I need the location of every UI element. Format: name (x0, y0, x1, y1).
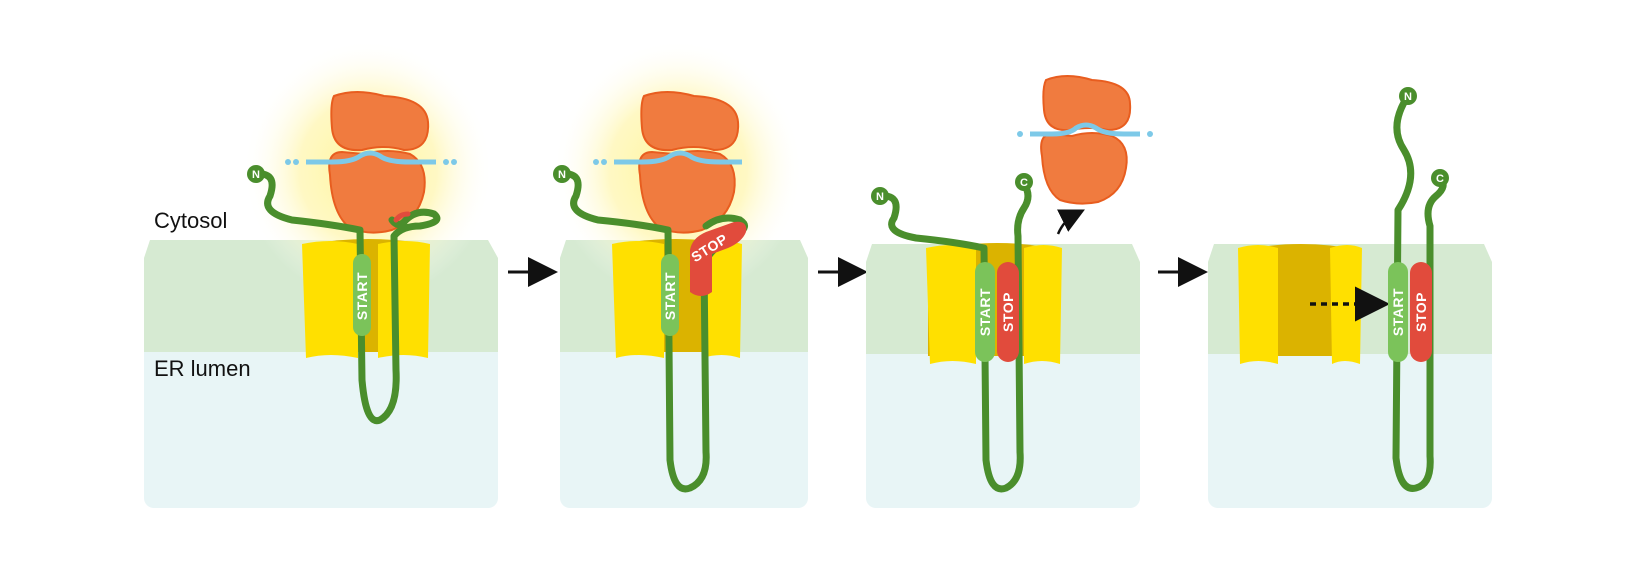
mrna-strand (306, 150, 436, 165)
n-terminus-marker (553, 165, 571, 183)
c-terminus-marker (1431, 169, 1449, 187)
start-segment-label: START (1390, 288, 1406, 336)
ribosome-small-subunit (1042, 75, 1132, 132)
translocon-left (302, 241, 358, 358)
translocon-left (1238, 245, 1278, 364)
n-terminus-marker (247, 165, 265, 183)
c-terminus-marker (1015, 173, 1033, 191)
ribosome-small-subunit (330, 91, 430, 152)
nascent-chain-exit (393, 211, 411, 223)
start-segment-label: START (354, 272, 370, 320)
er-lumen-region (144, 340, 498, 508)
ribosome-large-subunit (638, 150, 736, 234)
start-segment-label: START (977, 288, 993, 336)
er-lumen-region (1208, 340, 1492, 508)
stop-segment-label: STOP (1000, 292, 1016, 332)
polypeptide-chain (876, 180, 1032, 493)
mrna-dot (293, 159, 299, 165)
start-segment-label: START (662, 272, 678, 320)
ribosome-release-arrow (1056, 209, 1085, 235)
c-terminus-label: C (1020, 177, 1028, 189)
step-2-panel: START STOP N (553, 40, 808, 508)
ribosome-small-subunit (640, 91, 740, 152)
mrna-dot (443, 159, 449, 165)
cytosol-label: Cytosol (154, 208, 227, 233)
n-terminus-label: N (558, 169, 566, 181)
n-terminus-label: N (876, 191, 884, 203)
mrna-dot (285, 159, 291, 165)
mrna-dot (1147, 131, 1153, 137)
step-4-panel: START STOP N C (1208, 87, 1492, 508)
ribosome-large-subunit (328, 150, 426, 234)
mrna-strand (614, 150, 742, 165)
mrna-dot (601, 159, 607, 165)
step-3-panel: START STOP N C (866, 75, 1153, 508)
translocon-right (1024, 245, 1062, 364)
stop-transfer-segment (690, 221, 747, 296)
start-transfer-segment (975, 262, 995, 362)
er-lumen-label: ER lumen (154, 356, 251, 381)
stop-transfer-segment (997, 262, 1019, 362)
start-transfer-segment (353, 254, 371, 336)
polypeptide-chain (1392, 92, 1447, 492)
n-terminus-label: N (1404, 91, 1412, 103)
translocon-left (612, 241, 664, 358)
polypeptide-chain (252, 170, 441, 425)
er-lumen-region (866, 340, 1140, 508)
ribosome-large-subunit (1040, 132, 1128, 205)
translocon-left (926, 245, 976, 364)
start-transfer-segment (661, 254, 679, 336)
stop-transfer-segment (1410, 262, 1432, 362)
er-lumen-region (560, 340, 808, 508)
mrna-dot (1017, 131, 1023, 137)
mrna-dot (593, 159, 599, 165)
translocon-right (378, 241, 430, 358)
c-terminus-label: C (1436, 173, 1444, 185)
mrna-strand (1030, 122, 1140, 137)
n-terminus-marker (1399, 87, 1417, 105)
stop-segment-label: STOP (1413, 292, 1429, 332)
start-transfer-segment (1388, 262, 1408, 362)
mrna-dot (451, 159, 457, 165)
step-1-panel: START N Cytosol ER lumen (144, 40, 498, 508)
n-terminus-marker (871, 187, 889, 205)
n-terminus-label: N (252, 169, 260, 181)
